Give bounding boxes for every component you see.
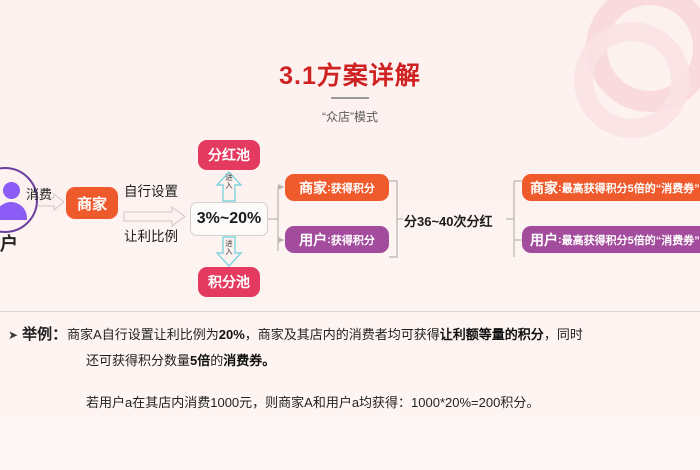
node-mid-merchant-detail: 获得积分 bbox=[330, 182, 375, 195]
example-paragraph-2: 还可获得积分数量5倍的消费券。 bbox=[86, 352, 275, 369]
bracket-dividend-to-right bbox=[506, 180, 522, 257]
node-right-user-sep: : bbox=[558, 233, 562, 246]
p1-text-c: ，同时 bbox=[543, 327, 583, 342]
node-right-user-detail: 最高获得积分5倍的“消费券” bbox=[561, 234, 700, 247]
node-mid-user-name: 用户 bbox=[299, 231, 328, 248]
p1-text-b: ，商家及其店内的消费者均可获得 bbox=[244, 327, 440, 342]
arrow-consume-icon bbox=[35, 192, 65, 212]
p2-keyword-coupon: 消费券。 bbox=[223, 353, 276, 368]
arrowhead-mid-merchant-icon bbox=[278, 184, 284, 190]
example-paragraph-1: ➤举例：商家A自行设置让利比例为20%，商家及其店内的消费者均可获得让利额等量的… bbox=[8, 326, 583, 344]
label-consume: 消费 bbox=[26, 187, 53, 202]
node-right-user[interactable]: 用户:最高获得积分5倍的“消费券” bbox=[522, 226, 700, 253]
title-divider bbox=[331, 97, 369, 99]
page-subtitle: “众店”模式 bbox=[322, 110, 378, 124]
bracket-percent-to-mid bbox=[268, 186, 284, 251]
label-dividend-times: 分36~40次分红 bbox=[404, 214, 493, 229]
arrow-enter-dividend-icon bbox=[215, 170, 243, 202]
avatar-label: 户 bbox=[0, 234, 18, 254]
node-dividend-pool[interactable]: 分红池 bbox=[198, 140, 260, 170]
node-mid-user-sep: : bbox=[327, 233, 331, 246]
p1-text-a: 商家A自行设置让利比例为 bbox=[67, 327, 219, 342]
p1-keyword-percent: 20% bbox=[218, 327, 245, 342]
p2-text-b: 的 bbox=[210, 353, 224, 368]
label-enter-dividend: 进入 bbox=[225, 173, 233, 190]
node-points-pool[interactable]: 积分池 bbox=[198, 267, 260, 297]
flow-diagram: 户 消费 商家 自行设置 让利比例 分红池 积分池 进入 进入 3%~20% 商… bbox=[0, 130, 700, 310]
node-right-user-name: 用户 bbox=[530, 231, 558, 248]
node-merchant[interactable]: 商家 bbox=[66, 187, 118, 219]
node-ratio-range[interactable]: 3%~20% bbox=[190, 202, 268, 236]
label-set-line2: 让利比例 bbox=[124, 229, 178, 244]
bullet-arrow-icon: ➤ bbox=[8, 328, 19, 342]
section-divider bbox=[0, 311, 700, 312]
label-set-line1: 自行设置 bbox=[124, 184, 178, 199]
node-right-merchant[interactable]: 商家:最高获得积分5倍的“消费券” bbox=[522, 174, 700, 201]
p1-keyword-points: 让利额等量的积分 bbox=[439, 327, 544, 342]
arrow-set-ratio-icon bbox=[123, 206, 186, 227]
node-right-merchant-name: 商家 bbox=[530, 179, 558, 196]
bracket-mid-to-dividend bbox=[389, 180, 403, 258]
node-mid-merchant[interactable]: 商家:获得积分 bbox=[285, 174, 389, 201]
node-mid-user[interactable]: 用户:获得积分 bbox=[285, 226, 389, 253]
p2-keyword-multiplier: 5倍 bbox=[190, 353, 211, 368]
p2-text-a: 还可获得积分数量 bbox=[86, 353, 191, 368]
example-paragraph-3: 若用户a在其店内消费1000元，则商家A和用户a均获得：1000*20%=200… bbox=[86, 395, 540, 410]
arrow-enter-points-icon bbox=[215, 236, 243, 268]
example-lead-label: 举例： bbox=[22, 326, 68, 343]
avatar-head-icon bbox=[3, 182, 20, 199]
node-right-merchant-detail: 最高获得积分5倍的“消费券” bbox=[561, 182, 700, 195]
node-mid-merchant-sep: : bbox=[327, 181, 331, 194]
page-title: 3.1方案详解 bbox=[279, 62, 421, 90]
arrowhead-mid-user-icon bbox=[278, 237, 284, 243]
diagram-connectors bbox=[35, 170, 522, 268]
node-mid-merchant-name: 商家 bbox=[299, 179, 328, 196]
label-enter-points: 进入 bbox=[225, 239, 233, 256]
node-mid-user-detail: 获得积分 bbox=[330, 234, 375, 247]
node-right-merchant-sep: : bbox=[558, 181, 562, 194]
avatar-body-icon bbox=[0, 202, 27, 220]
